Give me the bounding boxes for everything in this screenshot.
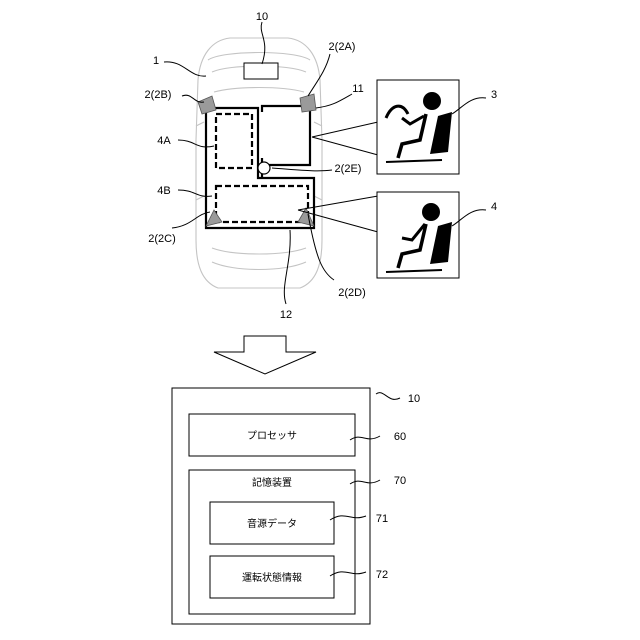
- label-audio-device-top: 10: [256, 11, 268, 23]
- label-speaker-2d: 2(2D): [338, 287, 366, 299]
- label-device: 10: [408, 393, 420, 405]
- down-arrow-icon: [214, 336, 316, 374]
- speaker-2e-icon: [258, 162, 270, 174]
- label-vehicle: 1: [153, 55, 159, 67]
- passenger-illustration: [377, 192, 459, 278]
- label-region-4a: 4A: [157, 135, 171, 147]
- label-front-zone: 11: [352, 83, 363, 95]
- label-speaker-2e: 2(2E): [335, 163, 362, 175]
- label-processor-ref: 60: [394, 431, 406, 443]
- driver-illustration: [377, 80, 459, 174]
- storage-text: 記憶装置: [252, 476, 292, 489]
- front-zone-outline: [262, 106, 310, 165]
- seat-region-4a: [216, 114, 252, 168]
- label-rear-zone: 12: [280, 309, 292, 321]
- label-passenger: 4: [491, 201, 497, 213]
- audio-device-box: [244, 63, 278, 79]
- driving-state-text: 運転状態情報: [242, 571, 302, 584]
- label-speaker-2c: 2(2C): [148, 233, 176, 245]
- label-speaker-2b: 2(2B): [145, 89, 172, 101]
- speaker-2a-icon: [300, 94, 316, 112]
- sound-data-text: 音源データ: [247, 517, 297, 530]
- label-region-4b: 4B: [157, 185, 170, 197]
- label-driver: 3: [491, 89, 497, 101]
- label-driving-state-ref: 72: [376, 569, 388, 581]
- label-storage-ref: 70: [394, 475, 406, 487]
- block-diagram: [172, 388, 400, 624]
- processor-text: プロセッサ: [247, 430, 297, 442]
- label-sound-data-ref: 71: [376, 513, 388, 525]
- speaker-2b-icon: [198, 96, 216, 114]
- seat-region-4b: [216, 186, 308, 222]
- label-speaker-2a: 2(2A): [329, 41, 356, 53]
